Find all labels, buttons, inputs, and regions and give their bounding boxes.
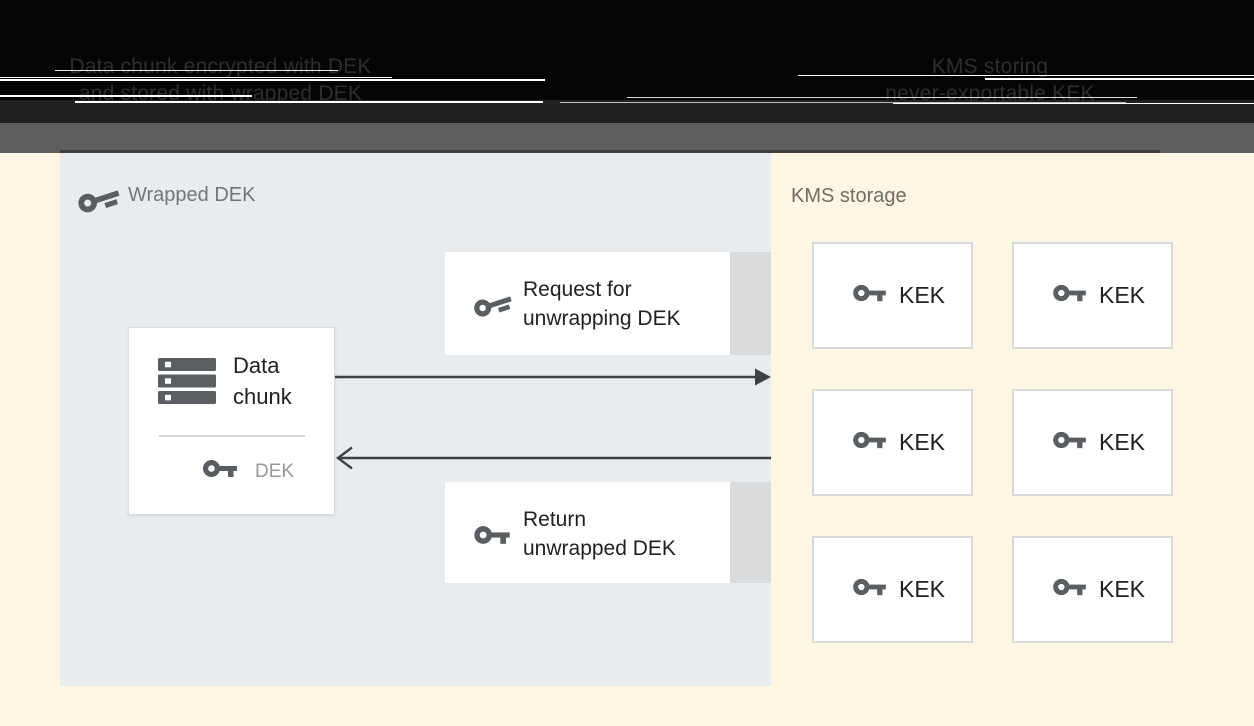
header-label-kms-line2: never-exportable KEK xyxy=(885,82,1095,105)
glitch-line xyxy=(0,79,545,81)
glitch-line xyxy=(0,95,252,97)
dek-row: DEK xyxy=(185,456,294,487)
key-icon xyxy=(1053,281,1086,311)
key-icon xyxy=(853,281,886,311)
glitch-line xyxy=(0,77,392,78)
data-chunk-label-line1: Data xyxy=(233,353,280,378)
key-icon xyxy=(853,428,886,458)
kek-box: KEK xyxy=(812,536,973,643)
kek-box: KEK xyxy=(1012,242,1173,349)
key-icon xyxy=(853,575,886,605)
glitch-line xyxy=(75,101,543,103)
key-tilted-icon xyxy=(472,284,514,325)
data-chunk-label-line2: chunk xyxy=(233,384,292,409)
return-box: Return unwrapped DEK xyxy=(445,482,730,583)
header-gray-band-edge xyxy=(60,150,1160,153)
glitched-header: Data chunk encrypted with DEK and stored… xyxy=(0,0,1254,123)
divider xyxy=(159,435,305,437)
request-label-line1: Request for xyxy=(523,278,632,301)
header-label-kms-line1: KMS storing xyxy=(931,55,1049,78)
kek-label: KEK xyxy=(898,576,946,602)
key-icon xyxy=(474,522,510,553)
wrapped-dek-panel: Wrapped DEK Data xyxy=(60,153,771,686)
request-label: Request for unwrapping DEK xyxy=(523,275,681,333)
request-box: Request for unwrapping DEK xyxy=(445,252,730,355)
request-return-arrows xyxy=(335,368,771,470)
server-stack-icon xyxy=(158,358,216,409)
kek-label: KEK xyxy=(1098,576,1146,602)
glitch-line xyxy=(798,75,1254,76)
wrapped-dek-label: Wrapped DEK xyxy=(128,184,256,206)
header-label-kms: KMS storing never-exportable KEK xyxy=(830,53,1150,107)
kek-label: KEK xyxy=(898,282,946,308)
key-tilted-icon xyxy=(76,178,122,220)
kek-box: KEK xyxy=(812,242,973,349)
kek-label: KEK xyxy=(1098,282,1146,308)
kek-box: KEK xyxy=(812,389,973,496)
key-icon xyxy=(1053,428,1086,458)
kms-storage-label: KMS storage xyxy=(791,185,907,207)
kek-label: KEK xyxy=(1098,429,1146,455)
glitch-line xyxy=(627,97,1137,98)
glitch-line xyxy=(55,70,338,71)
glitch-line xyxy=(560,102,1126,103)
kek-label: KEK xyxy=(898,429,946,455)
return-label: Return unwrapped DEK xyxy=(523,505,676,563)
request-arrow xyxy=(335,368,771,386)
data-chunk-box: Data chunk DEK xyxy=(128,327,335,515)
header-label-data-chunk-line2: and stored with wrapped DEK xyxy=(78,82,363,105)
dek-label: DEK xyxy=(255,460,295,482)
kek-box: KEK xyxy=(1012,389,1173,496)
data-chunk-label: Data chunk xyxy=(233,350,292,412)
request-label-line2: unwrapping DEK xyxy=(523,307,681,330)
header-gray-band xyxy=(0,123,1254,153)
return-label-line2: unwrapped DEK xyxy=(523,537,676,560)
return-box-tail xyxy=(730,482,771,583)
header-label-data-chunk-line1: Data chunk encrypted with DEK xyxy=(69,55,372,78)
request-box-tail xyxy=(730,252,771,355)
key-icon xyxy=(202,456,237,487)
kek-box: KEK xyxy=(1012,536,1173,643)
key-icon xyxy=(1053,575,1086,605)
return-arrow xyxy=(336,446,771,470)
return-label-line1: Return xyxy=(523,508,587,531)
glitch-line xyxy=(985,78,1254,80)
glitch-line xyxy=(893,103,1254,104)
header-label-data-chunk: Data chunk encrypted with DEK and stored… xyxy=(38,53,403,107)
